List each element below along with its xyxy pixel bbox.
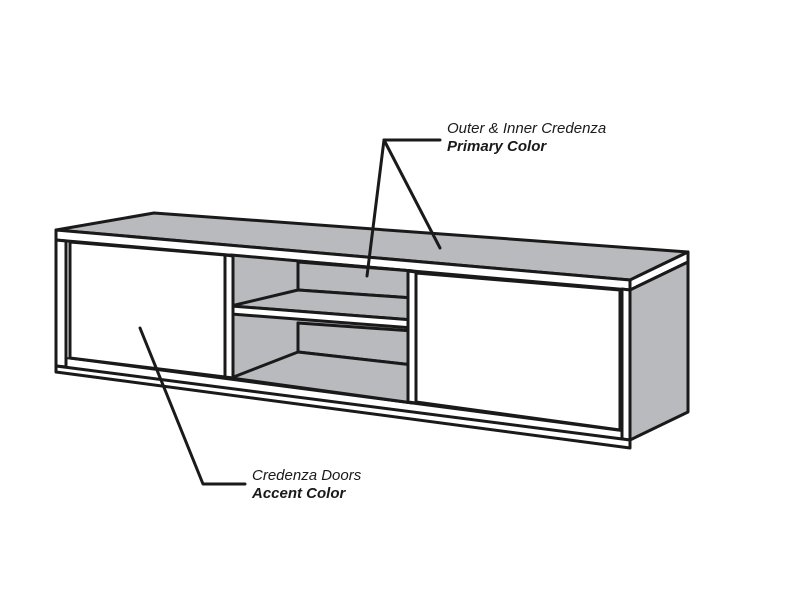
bottom-base-edge [54, 364, 632, 450]
annotation-credenza-doors: Credenza Doors Accent Color [252, 467, 361, 503]
leader-line-outer-inner-b [382, 138, 442, 250]
annotation-outer-inner-credenza: Outer & Inner Credenza Primary Color [447, 120, 606, 156]
right-side-panel [628, 260, 690, 442]
annotation-outer-inner-subtitle: Primary Color [447, 138, 547, 155]
left-front-edge [54, 238, 68, 369]
bottom-inner-line [65, 357, 623, 432]
annotation-outer-inner-title: Outer & Inner Credenza [447, 120, 607, 137]
right-door [414, 271, 622, 432]
left-door [68, 240, 227, 379]
leader-line-doors [138, 326, 247, 486]
annotation-doors-title: Credenza Doors [252, 467, 362, 484]
annotation-doors-subtitle: Accent Color [252, 485, 346, 502]
left-divider-post [223, 253, 235, 380]
right-divider-post [406, 269, 418, 405]
right-front-edge [620, 287, 632, 442]
